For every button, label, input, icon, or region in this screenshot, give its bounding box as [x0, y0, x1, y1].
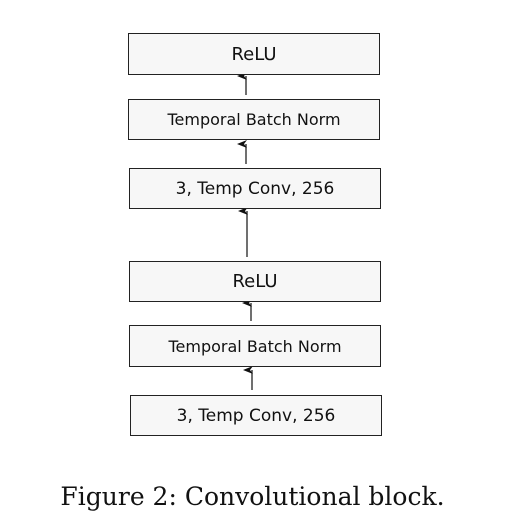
- temporal-batch-norm-block-top: Temporal Batch Norm: [128, 99, 380, 140]
- relu-block-top: ReLU: [128, 33, 380, 75]
- figure-caption: Figure 2: Convolutional block.: [60, 482, 445, 511]
- block-label: ReLU: [232, 271, 278, 292]
- temporal-batch-norm-block-bottom: Temporal Batch Norm: [129, 325, 381, 367]
- block-label: Temporal Batch Norm: [167, 110, 341, 129]
- arrows-layer: [237, 72, 253, 390]
- temp-conv-block-top: 3, Temp Conv, 256: [129, 168, 381, 209]
- relu-block-bottom: ReLU: [129, 261, 381, 302]
- block-label: Temporal Batch Norm: [168, 336, 342, 356]
- block-label: 3, Temp Conv, 256: [176, 405, 336, 426]
- block-label: 3, Temp Conv, 256: [175, 178, 335, 199]
- convolutional-block-diagram: ReLU Temporal Batch Norm 3, Temp Conv, 2…: [128, 33, 382, 436]
- block-label: ReLU: [231, 43, 277, 65]
- temp-conv-block-bottom: 3, Temp Conv, 256: [130, 395, 382, 436]
